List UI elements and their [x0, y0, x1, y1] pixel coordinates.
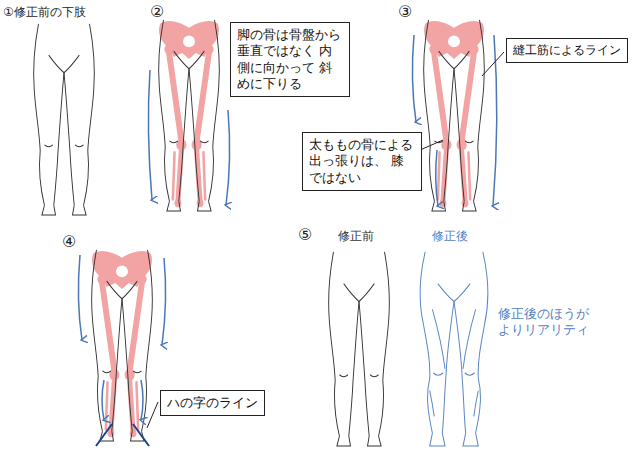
caption-text: ①修正前の下肢 [3, 5, 86, 20]
direction-arrow [412, 35, 416, 122]
direction-arrow [78, 255, 82, 340]
caption-text: 修正後 [432, 229, 468, 244]
direction-arrow [102, 380, 104, 420]
note-text: 脚の骨は骨盤から 垂直ではなく 内側に向かって 斜めに下りる [237, 27, 343, 92]
caption-text: 修正後のほうが よりリアリティ [498, 306, 596, 339]
note-box: 縫工筋によるライン [506, 38, 628, 63]
step-number: ⑤ [298, 225, 312, 245]
note-text: ハの字のライン [167, 395, 258, 411]
bone-overlay [92, 251, 152, 437]
legs-figure [159, 20, 220, 211]
legs-after [420, 252, 488, 446]
legs-figure [424, 20, 485, 211]
slant-line [133, 424, 149, 446]
bone-overlay [159, 21, 219, 207]
step-number: ② [150, 2, 164, 22]
step-number: ④ [62, 232, 76, 252]
legs-figure [92, 250, 153, 441]
note-box: 太ももの骨による 出っ張りは、 膝ではない [302, 132, 422, 191]
bone-overlay [424, 21, 484, 207]
note-text: 太ももの骨による 出っ張りは、 膝ではない [309, 137, 415, 186]
leader-line [147, 402, 158, 428]
slant-line [96, 424, 112, 446]
leader-line [420, 140, 443, 150]
caption-text: 修正前 [338, 229, 374, 244]
note-box: 脚の骨は骨盤から 垂直ではなく 内側に向かって 斜めに下りる [230, 22, 350, 97]
note-box: ハの字のライン [160, 390, 265, 416]
direction-arrow [141, 380, 143, 420]
note-text: 縫工筋によるライン [513, 43, 621, 58]
legs-figure [34, 24, 95, 215]
direction-arrow [148, 70, 152, 200]
direction-arrow [436, 150, 438, 206]
legs-before [329, 252, 390, 446]
step-number: ③ [398, 2, 412, 22]
direction-arrow [162, 258, 166, 345]
direction-arrow [226, 110, 230, 205]
leader-line [482, 52, 504, 76]
